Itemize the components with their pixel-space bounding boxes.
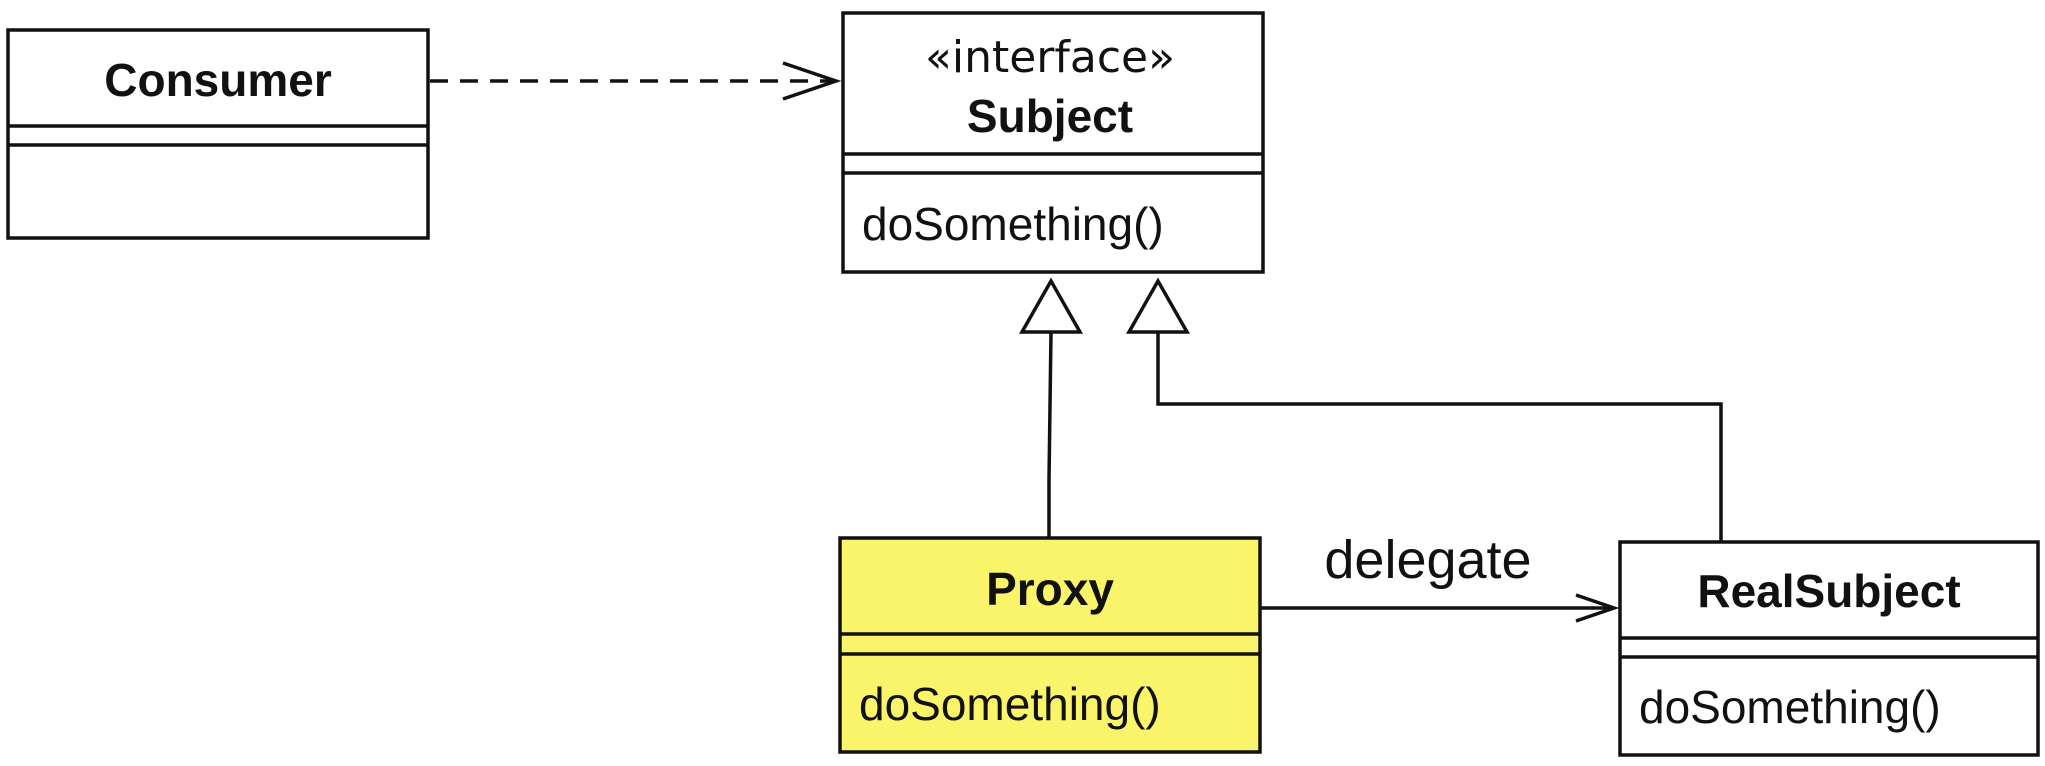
realization-realsubject-subject: [1125, 277, 1723, 542]
class-proxy-operation: doSomething(): [859, 678, 1161, 730]
association-delegate: delegate: [1260, 530, 1620, 623]
class-real-subject-name: RealSubject: [1697, 565, 1960, 617]
realization-line-proxy: [1047, 331, 1053, 538]
class-real-subject: RealSubject doSomething(): [1618, 540, 2040, 757]
class-real-subject-operation: doSomething(): [1639, 681, 1941, 733]
class-subject-stereotype: «interface»: [925, 32, 1175, 83]
class-subject-name: Subject: [967, 90, 1133, 142]
hollow-triangle-icon: [1018, 277, 1084, 334]
dependency-consumer-subject: [430, 61, 842, 101]
class-subject: «interface» Subject doSomething(): [841, 11, 1265, 274]
class-subject-box: [841, 11, 1265, 274]
class-proxy-box: [838, 536, 1262, 754]
open-arrowhead-icon: [1575, 593, 1620, 623]
association-label: delegate: [1324, 530, 1531, 590]
realization-proxy-subject: [1018, 277, 1084, 538]
class-real-subject-box: [1618, 540, 2040, 757]
class-subject-operation: doSomething(): [862, 198, 1164, 250]
class-consumer-box: [6, 28, 430, 240]
class-proxy-name: Proxy: [986, 563, 1114, 615]
open-arrowhead-icon: [782, 61, 842, 101]
class-consumer: Consumer: [6, 28, 430, 240]
class-proxy: Proxy doSomething(): [838, 536, 1262, 754]
class-consumer-name: Consumer: [104, 54, 332, 106]
realization-line-realsubject: [1156, 332, 1723, 542]
hollow-triangle-icon: [1125, 277, 1191, 334]
